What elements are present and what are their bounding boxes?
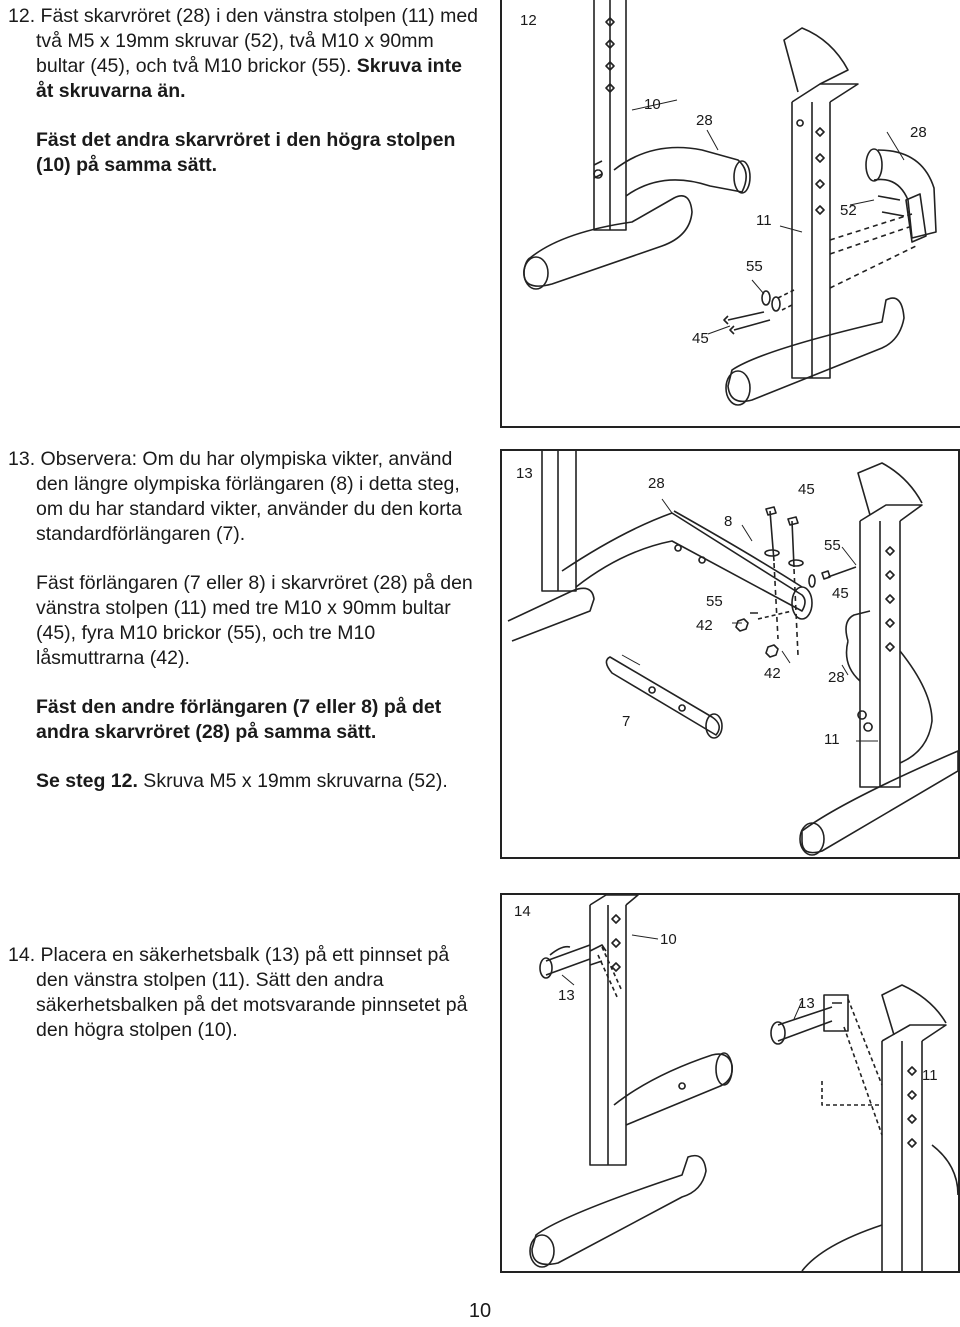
part-label-11: 11 bbox=[756, 212, 772, 229]
part-label-28: 28 bbox=[696, 112, 713, 129]
part-label-42: 42 bbox=[696, 617, 713, 634]
part-label-8: 8 bbox=[724, 513, 733, 530]
step-13-number: 13. bbox=[8, 448, 36, 470]
post-holes-left bbox=[605, 17, 615, 93]
step-13-see-step: Se steg 12. Skruva M5 x 19mm skruvarna (… bbox=[8, 769, 478, 794]
part-label-11: 11 bbox=[824, 731, 840, 748]
post-holes-right bbox=[796, 119, 825, 215]
step-13-other-side: Fäst den andre förlängaren (7 eller 8) p… bbox=[36, 696, 442, 743]
step-12-body: Fäst skarvröret (28) i den vänstra stolp… bbox=[36, 5, 479, 77]
step-12-second-paragraph: Fäst det andra skarvröret i den högra st… bbox=[36, 129, 456, 176]
part-label-28: 28 bbox=[648, 475, 665, 492]
part-label-42: 42 bbox=[764, 665, 781, 682]
part-label-10: 10 bbox=[644, 96, 661, 113]
step-13-note-text: Observera: Om du har olympiska vikter, a… bbox=[36, 448, 463, 545]
step-12-warning: Skruva inte åt skruvarna än. bbox=[36, 55, 462, 102]
part-label-13: 13 bbox=[558, 987, 575, 1004]
figure-12-drawing bbox=[523, 0, 937, 406]
step-13-text: 13. Observera: Om du har olympiska vikte… bbox=[8, 447, 478, 818]
figure-12: 12 10 28 28 11 52 55 45 bbox=[500, 0, 960, 428]
figure-13-step-label: 13 bbox=[516, 465, 533, 482]
part-label-45: 45 bbox=[832, 585, 849, 602]
step-12-text: 12. Fäst skarvröret (28) i den vänstra s… bbox=[8, 4, 478, 202]
figure-14: 14 10 13 13 11 bbox=[500, 893, 960, 1273]
part-label-55: 55 bbox=[824, 537, 841, 554]
part-label-7: 7 bbox=[622, 713, 631, 730]
figure-14-step-label: 14 bbox=[514, 903, 531, 920]
step-14-instruction: 14. Placera en säkerhetsbalk (13) på ett… bbox=[8, 943, 478, 1043]
part-label-28: 28 bbox=[828, 669, 845, 686]
figure-13: 13 28 45 8 55 45 55 42 42 28 7 11 bbox=[500, 449, 960, 859]
part-label-10: 10 bbox=[660, 931, 677, 948]
step-12-instruction: 12. Fäst skarvröret (28) i den vänstra s… bbox=[8, 4, 478, 104]
figure-14-drawing bbox=[529, 895, 958, 1271]
step-14-number: 14. bbox=[8, 944, 36, 966]
part-label-55: 55 bbox=[746, 258, 763, 275]
part-label-52: 52 bbox=[840, 202, 857, 219]
step-14-body: Placera en säkerhetsbalk (13) på ett pin… bbox=[36, 944, 468, 1041]
figure-13-drawing bbox=[507, 451, 958, 856]
step-13-instruction: Fäst förlängaren (7 eller 8) i skarvröre… bbox=[36, 572, 473, 669]
page-number: 10 bbox=[468, 1300, 492, 1322]
part-label-28: 28 bbox=[910, 124, 927, 141]
figure-12-step-label: 12 bbox=[520, 12, 537, 29]
part-label-45: 45 bbox=[798, 481, 815, 498]
step-13-note: 13. Observera: Om du har olympiska vikte… bbox=[8, 447, 478, 547]
part-label-11: 11 bbox=[922, 1067, 938, 1084]
part-label-55: 55 bbox=[706, 593, 723, 610]
part-label-45: 45 bbox=[692, 330, 709, 347]
part-label-13: 13 bbox=[798, 995, 815, 1012]
step-13-see-step-ref: Se steg 12. bbox=[36, 770, 138, 792]
step-12-number: 12. bbox=[8, 5, 36, 27]
step-14-text: 14. Placera en säkerhetsbalk (13) på ett… bbox=[8, 943, 478, 1067]
step-13-see-step-text: Skruva M5 x 19mm skruvarna (52). bbox=[137, 770, 448, 792]
